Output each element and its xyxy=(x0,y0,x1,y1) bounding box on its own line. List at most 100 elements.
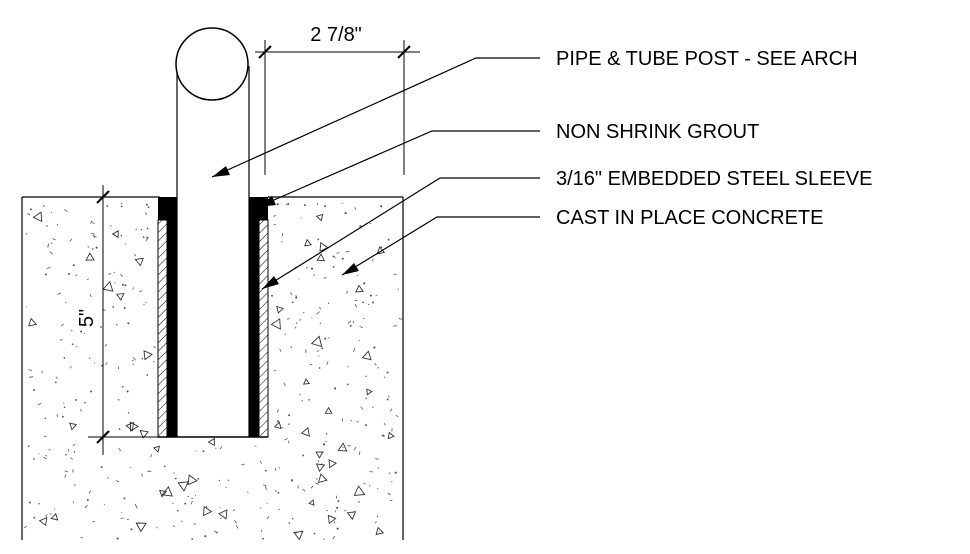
aggregate-mark xyxy=(387,492,391,496)
aggregate-mark xyxy=(317,238,320,241)
aggregate-mark xyxy=(47,243,50,248)
aggregate-mark xyxy=(274,467,277,471)
aggregate-mark xyxy=(87,245,90,248)
aggregate-mark xyxy=(317,460,320,462)
aggregate-mark xyxy=(134,257,144,267)
aggregate-mark xyxy=(215,448,217,450)
aggregate-mark xyxy=(227,479,230,481)
aggregate-mark xyxy=(106,205,109,207)
aggregate-mark xyxy=(276,409,280,413)
aggregate-mark xyxy=(336,506,339,509)
aggregate-mark xyxy=(318,367,321,369)
aggregate-mark xyxy=(380,205,383,208)
aggregate-mark xyxy=(218,479,221,482)
aggregate-mark xyxy=(141,473,143,477)
concrete-slab xyxy=(21,196,404,540)
aggregate-mark xyxy=(207,437,215,447)
aggregate-mark xyxy=(358,339,360,342)
aggregate-mark xyxy=(278,467,281,469)
aggregate-mark xyxy=(125,421,135,432)
aggregate-mark xyxy=(63,356,65,358)
aggregate-mark xyxy=(324,337,327,340)
aggregate-mark xyxy=(32,211,43,223)
aggregate-mark xyxy=(387,238,390,241)
aggregate-mark xyxy=(38,502,40,505)
aggregate-mark xyxy=(25,232,28,235)
aggregate-mark xyxy=(142,236,145,239)
aggregate-mark xyxy=(363,317,365,320)
aggregate-mark xyxy=(341,202,343,204)
aggregate-mark xyxy=(193,523,196,525)
callout-pipe-post: PIPE & TUBE POST - SEE ARCH xyxy=(556,48,858,70)
aggregate-mark xyxy=(80,330,82,333)
aggregate-mark xyxy=(72,443,76,446)
aggregate-mark xyxy=(359,451,361,455)
aggregate-mark xyxy=(359,326,363,328)
aggregate-mark xyxy=(126,390,129,393)
aggregate-mark xyxy=(43,456,47,460)
aggregate-mark xyxy=(380,246,383,248)
aggregate-mark xyxy=(146,236,149,239)
aggregate-mark xyxy=(377,467,379,469)
aggregate-mark xyxy=(143,303,145,305)
aggregate-mark xyxy=(346,383,349,386)
aggregate-mark xyxy=(37,403,42,406)
aggregate-mark xyxy=(390,499,393,502)
aggregate-mark xyxy=(337,500,340,503)
aggregate-mark xyxy=(205,505,208,508)
aggregate-mark xyxy=(120,512,122,514)
aggregate-mark xyxy=(113,271,115,274)
aggregate-mark xyxy=(120,273,124,278)
aggregate-mark xyxy=(284,333,286,335)
aggregate-mark xyxy=(108,273,112,275)
aggregate-mark xyxy=(295,296,298,299)
aggregate-mark xyxy=(220,517,222,520)
aggregate-mark xyxy=(33,389,36,391)
non-shrink-grout xyxy=(158,197,268,437)
aggregate-mark xyxy=(29,376,34,378)
aggregate-mark xyxy=(101,364,103,367)
aggregate-mark xyxy=(290,479,293,482)
aggregate-mark xyxy=(277,491,280,494)
aggregate-mark xyxy=(332,536,336,540)
aggregate-mark xyxy=(374,362,377,366)
aggregate-mark xyxy=(105,362,108,366)
aggregate-mark xyxy=(156,526,158,529)
aggregate-mark xyxy=(28,369,33,371)
aggregate-mark xyxy=(354,304,357,308)
aggregate-mark xyxy=(360,406,364,410)
aggregate-mark xyxy=(61,323,64,327)
aggregate-mark xyxy=(233,509,235,512)
aggregate-mark xyxy=(71,343,74,346)
aggregate-mark xyxy=(100,326,102,328)
aggregate-mark xyxy=(288,522,291,524)
aggregate-mark xyxy=(377,488,379,490)
aggregate-mark xyxy=(310,335,323,348)
aggregate-mark xyxy=(76,345,78,348)
aggregate-mark xyxy=(346,511,357,521)
aggregate-mark xyxy=(365,424,367,427)
aggregate-mark xyxy=(322,443,326,446)
aggregate-mark xyxy=(134,503,137,506)
aggregate-mark xyxy=(190,500,193,505)
aggregate-mark xyxy=(375,458,379,460)
aggregate-mark xyxy=(114,282,116,284)
aggregate-mark xyxy=(391,481,393,483)
aggregate-mark xyxy=(123,306,126,309)
callout-steel-sleeve: 3/16" EMBEDDED STEEL SLEEVE xyxy=(556,168,872,190)
aggregate-mark xyxy=(300,217,302,219)
aggregate-mark xyxy=(303,312,305,314)
aggregate-mark xyxy=(332,255,334,258)
aggregate-mark xyxy=(302,378,311,385)
aggregate-mark xyxy=(377,367,379,369)
aggregate-mark xyxy=(65,453,67,456)
aggregate-mark xyxy=(33,458,35,460)
aggregate-mark xyxy=(43,205,45,207)
aggregate-mark xyxy=(121,385,124,388)
aggregate-mark xyxy=(130,528,133,531)
aggregate-mark xyxy=(350,420,353,422)
aggregate-mark xyxy=(116,537,119,540)
aggregate-mark xyxy=(46,267,51,269)
callout-leaders xyxy=(211,57,540,290)
aggregate-mark xyxy=(177,509,179,512)
